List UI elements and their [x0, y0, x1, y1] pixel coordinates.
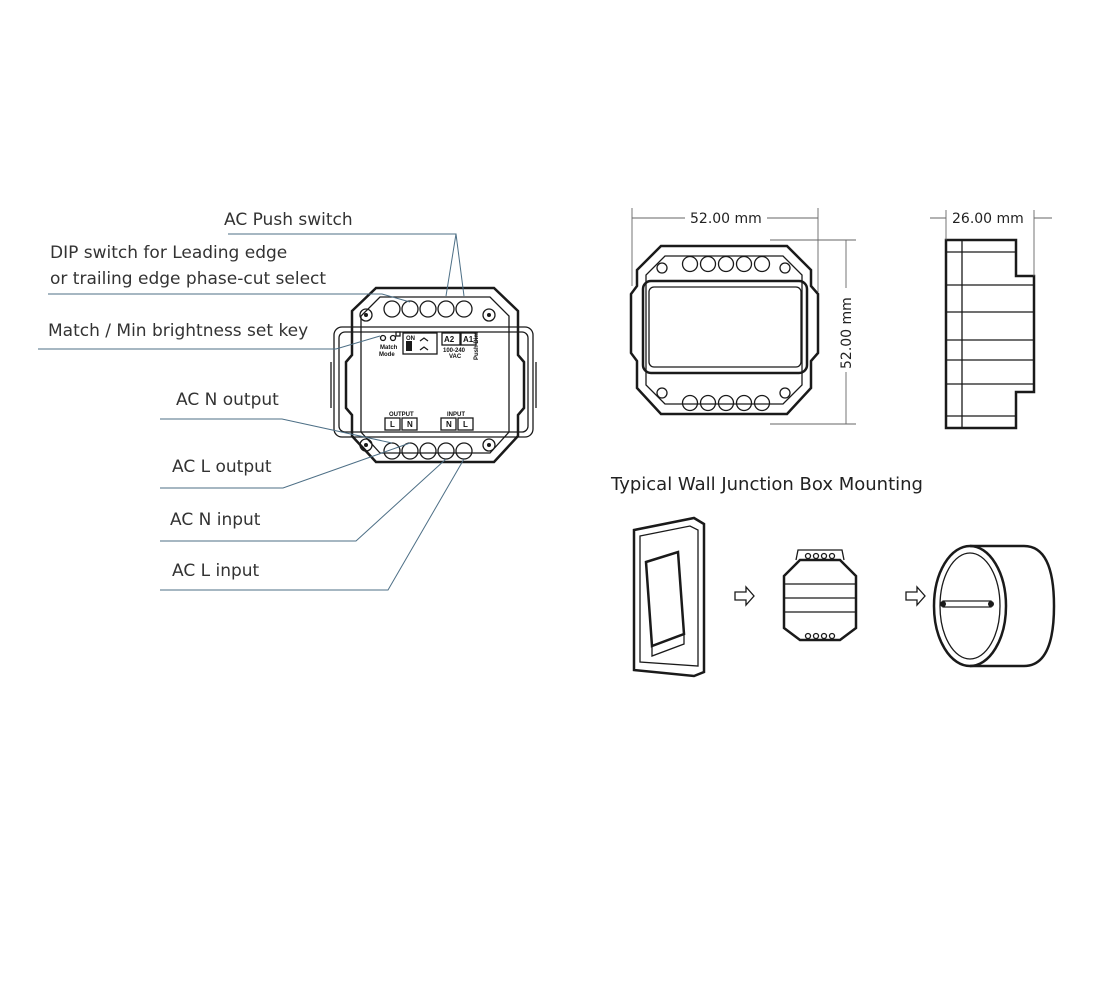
a2-label: A2	[444, 335, 455, 344]
voltage-label: 100-240	[443, 348, 466, 354]
hollow-right-arrow-icon	[734, 585, 755, 607]
callout-dip-switch-line1: DIP switch for Leading edge	[50, 243, 287, 263]
push-dim-label: Push Dim	[474, 332, 480, 360]
height-dimension: 52.00 mm	[770, 239, 856, 425]
depth-dimension-label: 26.00 mm	[952, 211, 1024, 227]
top-terminal-row	[383, 300, 473, 318]
input-l-label: L	[463, 420, 468, 429]
wall-switch-illustration	[632, 516, 706, 678]
width-dimension: 52.00 mm	[631, 208, 819, 292]
callout-dip-switch-line2: or trailing edge phase-cut select	[50, 269, 326, 289]
callout-ac-l-output: AC L output	[172, 457, 272, 477]
dimmer-module-illustration	[782, 549, 858, 642]
screw-hole-icon	[359, 438, 373, 452]
screw-hole-icon	[482, 438, 496, 452]
leader-lines	[38, 233, 465, 591]
dip-switch: ON	[402, 332, 438, 355]
input-n-label: N	[446, 420, 452, 429]
bottom-terminal-row	[383, 442, 473, 460]
dip-on-label: ON	[406, 336, 415, 342]
output-label: OUTPUT	[389, 412, 414, 418]
height-dimension-label: 52.00 mm	[839, 297, 855, 369]
mode-label: Mode	[379, 352, 395, 358]
hollow-right-arrow-icon	[905, 585, 926, 607]
screw-hole-icon	[482, 308, 496, 322]
screw-hole-icon	[359, 308, 373, 322]
mounting-title: Typical Wall Junction Box Mounting	[610, 474, 923, 495]
width-dimension-label: 52.00 mm	[690, 211, 762, 227]
callout-ac-push-switch: AC Push switch	[224, 210, 353, 230]
callout-ac-n-output: AC N output	[176, 390, 279, 410]
front-dimension-view	[629, 244, 820, 416]
callout-match-key: Match / Min brightness set key	[48, 321, 308, 341]
callout-ac-l-input: AC L input	[172, 561, 260, 581]
match-key: Match Mode	[379, 331, 401, 358]
side-view: 26.00 mm	[930, 210, 1052, 430]
output-n-label: N	[407, 420, 413, 429]
match-label: Match	[380, 345, 398, 351]
input-label: INPUT	[447, 412, 465, 418]
front-view-device: Match Mode ON A2 A1 100-240 VAC Push Dim…	[330, 286, 537, 464]
output-l-label: L	[390, 420, 395, 429]
callout-ac-n-input: AC N input	[170, 510, 261, 530]
vac-label: VAC	[449, 354, 462, 360]
a1-label: A1	[463, 335, 474, 344]
junction-box-illustration	[932, 544, 1056, 668]
